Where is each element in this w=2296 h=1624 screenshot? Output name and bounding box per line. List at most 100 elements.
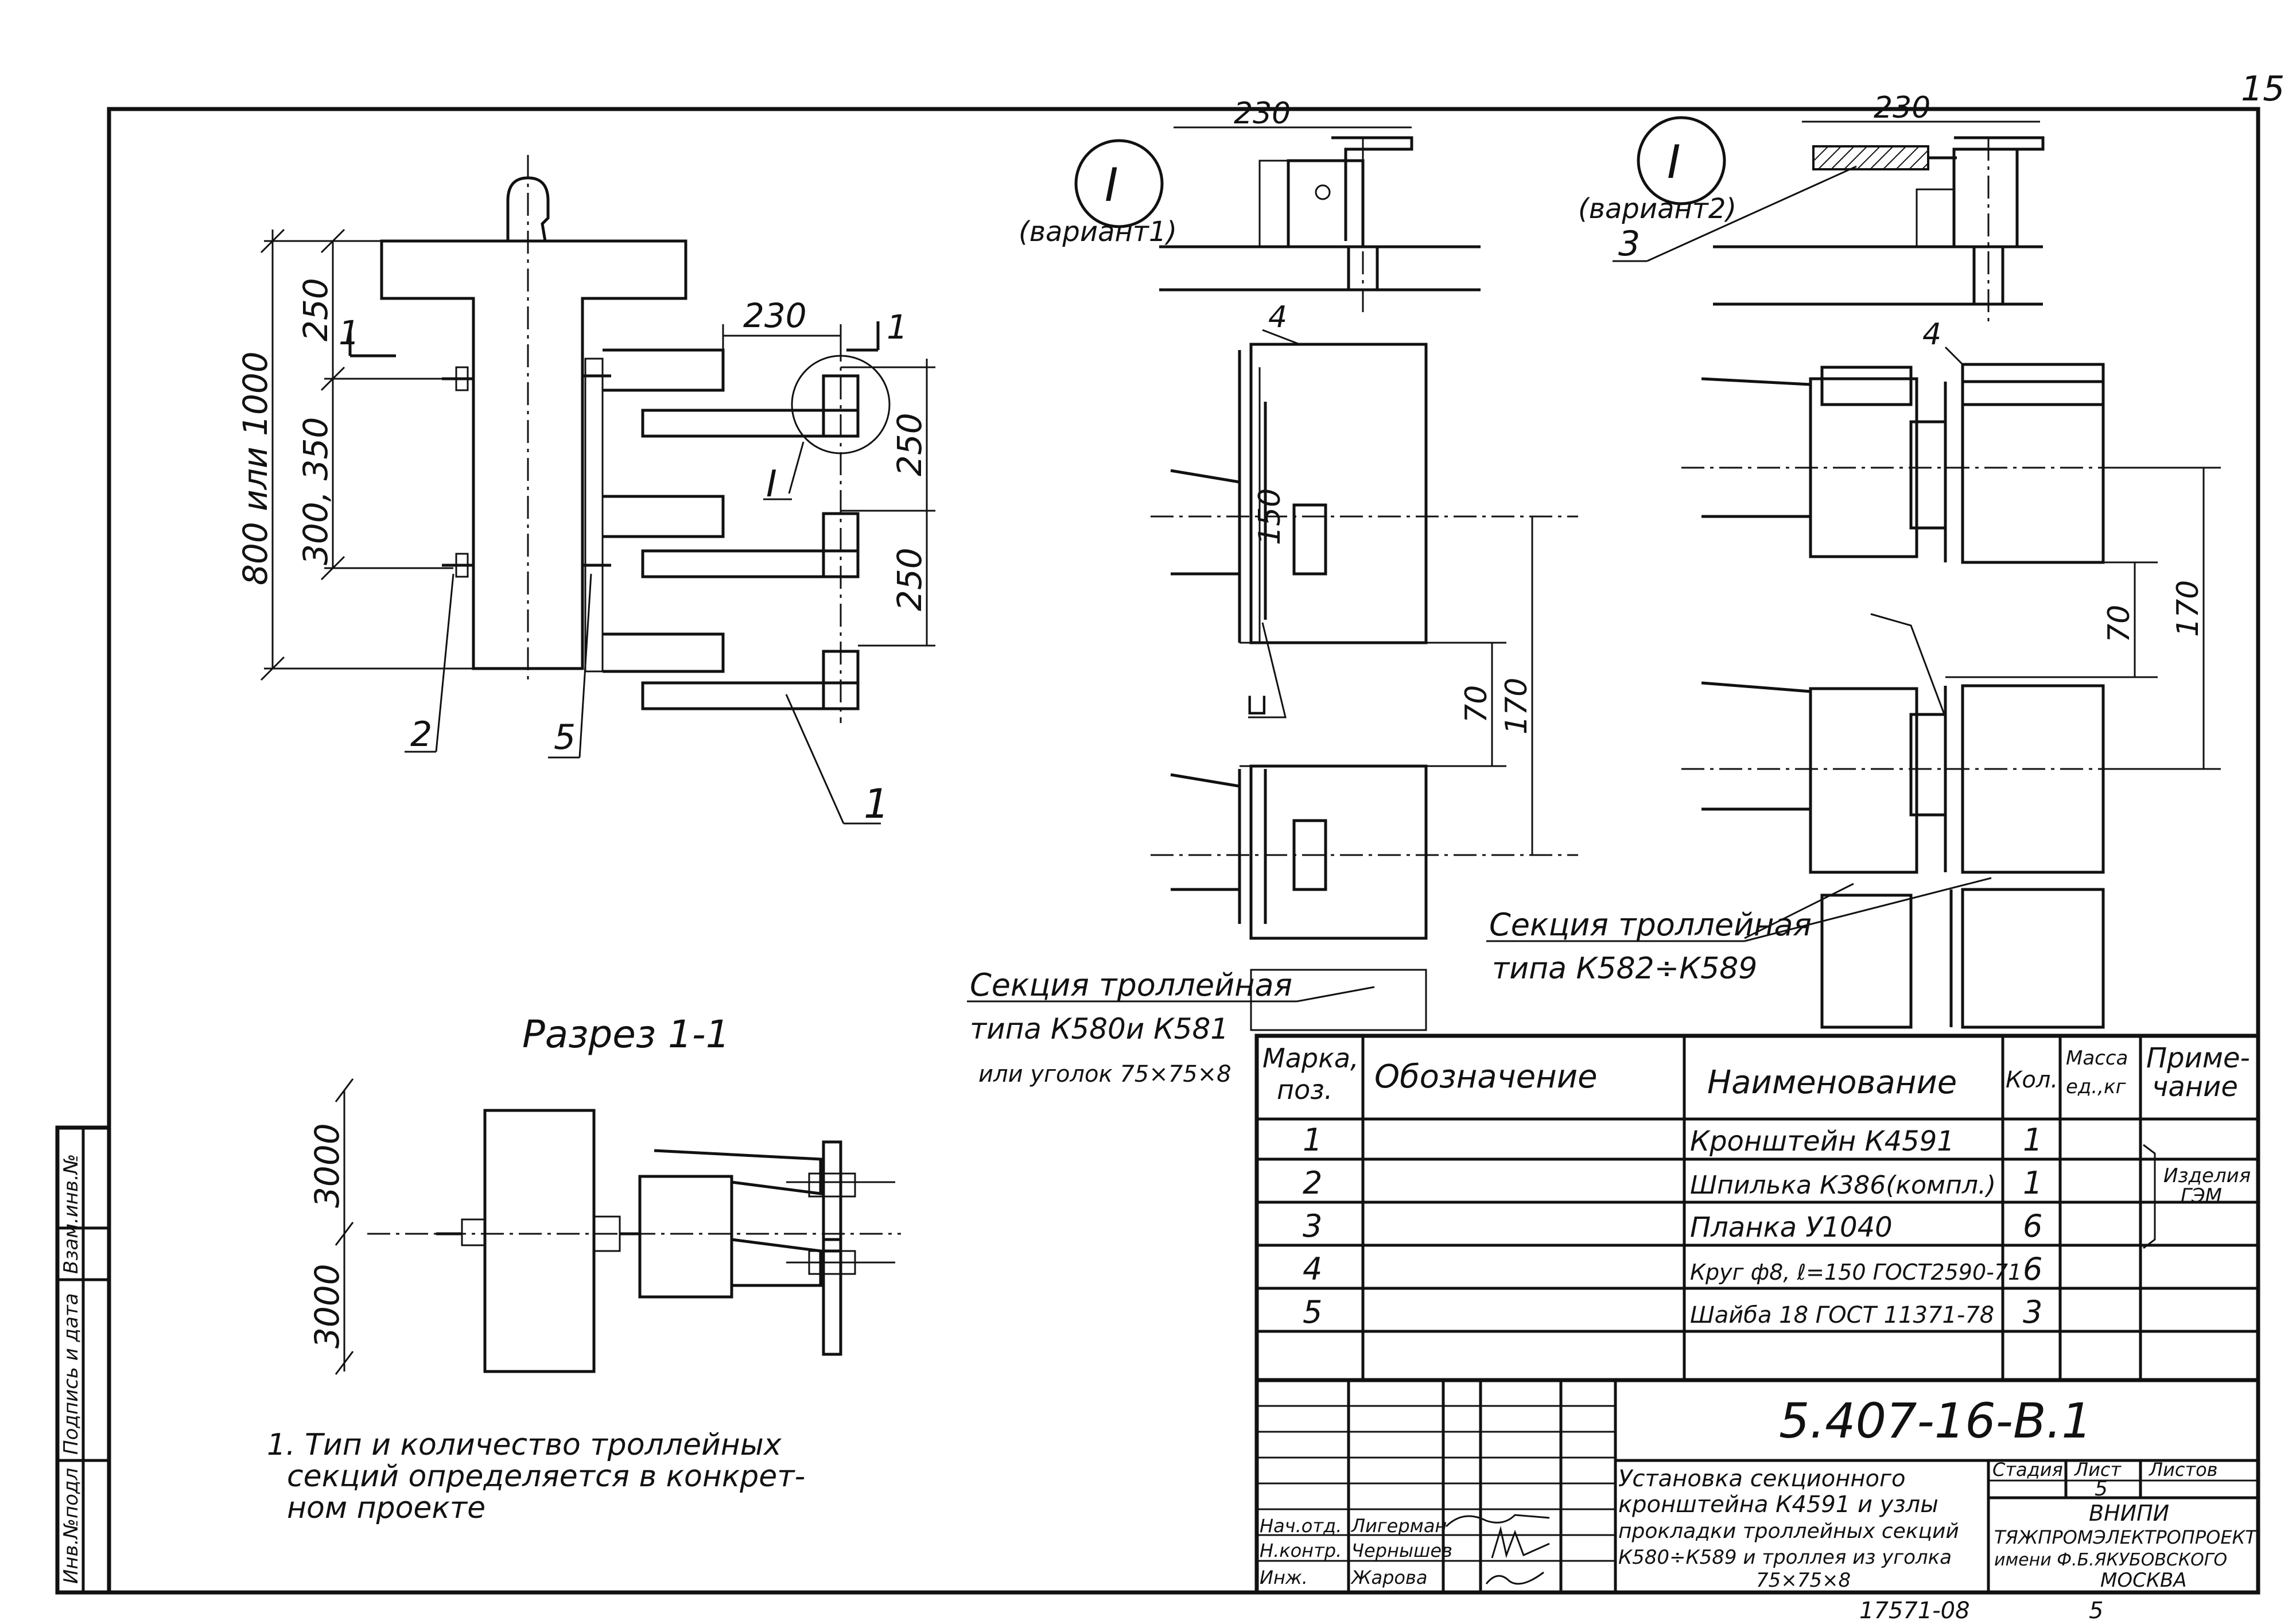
signer-1-role: Нач.отд. [1260, 1515, 1342, 1537]
detail-v1-label-3: или уголок 75×75×8 [978, 1061, 1231, 1087]
section-1-1: Разрез 1-1 3000 3000 [308, 1012, 901, 1375]
sheets-label: Листов [2149, 1459, 2218, 1481]
callout-5-main: 5 [554, 717, 576, 757]
signer-1-name: Лигерман [1351, 1515, 1447, 1537]
detail-v2-dim-230: 230 [1874, 91, 1930, 125]
note-line-3: ном проекте [287, 1491, 485, 1525]
org-line-1: ВНИПИ [2089, 1501, 2169, 1526]
studs [442, 366, 611, 578]
callout-2-main: 2 [410, 714, 432, 755]
row-1-qty: 1 [2023, 1122, 2042, 1158]
detail-v1-mark-circle [1074, 139, 1164, 228]
detail-v1-dim-170: 170 [1499, 678, 1534, 735]
callout-1-main: 1 [864, 780, 889, 827]
detail-v1-dim-230: 230 [1234, 96, 1291, 131]
page-number: 15 [2241, 69, 2285, 109]
header-designation: Обозначение [1374, 1058, 1598, 1095]
detail-v2-dim-170: 170 [2171, 580, 2205, 637]
detail-v2-label-2: типа К582÷К589 [1492, 951, 1757, 986]
header-mass-2: ед.,кг [2066, 1075, 2127, 1098]
header-qty: Кол. [2006, 1067, 2058, 1093]
row-3-name: Планка У1040 [1690, 1211, 1893, 1244]
org-line-4: МОСКВА [2100, 1569, 2187, 1592]
detail-v1-label-1: Секция троллейная [970, 967, 1292, 1003]
detail-v2-label-1: Секция троллейная [1489, 907, 1812, 943]
sheet-value: 5 [2095, 1477, 2108, 1501]
detail-v1-label-2: типа К580и К581 [970, 1012, 1229, 1046]
sheet-label: Лист [2074, 1459, 2122, 1481]
detail-v2-mark: I [1667, 135, 1681, 189]
header-mass-1: Масса [2066, 1047, 2128, 1070]
section-mark-right: 1 [887, 308, 908, 347]
row-2-name: Шпилька К386(компл.) [1690, 1171, 1996, 1200]
detail-v2-dim-70: 70 [2102, 605, 2136, 643]
side-stamp-cell-2: Подпись и дата [60, 1293, 83, 1455]
row-4-name: Круг ф8, ℓ=150 ГОСТ2590-71 [1690, 1260, 2022, 1285]
side-stamp: Инв.№подл Подпись и дата Взам.инв.№ [55, 1125, 111, 1595]
detail-v1-variant: (вариант1) [1019, 216, 1177, 248]
mounting-plate [584, 358, 604, 673]
title-line-5: 75×75×8 [1756, 1569, 1851, 1592]
bottom-code: 17571-08 [1859, 1598, 1970, 1624]
title-block: 5.407-16-В.1 Установка секционного кронш… [1254, 1378, 2260, 1595]
section-dim-3000-top: 3000 [308, 1123, 347, 1208]
dim-height-total: 800 или 1000 [236, 351, 275, 585]
side-stamp-cell-1: Инв.№подл [60, 1468, 83, 1584]
dim-chain-left [260, 228, 473, 681]
rail-profile [506, 176, 550, 242]
signature-1 [1445, 1514, 1550, 1528]
detail-v2-mark-circle [1637, 116, 1726, 205]
row-5-pos: 5 [1303, 1294, 1322, 1330]
row-2-qty: 1 [2023, 1165, 2042, 1201]
detail-variant-1: I (вариант1) 230 4 150 [967, 96, 1578, 1087]
note-line-2: секций определяется в конкрет- [287, 1459, 805, 1494]
signer-2-name: Чернышев [1351, 1540, 1452, 1561]
title-line-3: прокладки троллейных секций [1618, 1520, 1959, 1543]
side-stamp-cell-3: Взам.инв.№ [60, 1154, 83, 1274]
header-remark-2: чание [2152, 1071, 2238, 1103]
detail-v1-dim-150: 150 [1253, 488, 1287, 545]
section-title: Разрез 1-1 [522, 1012, 730, 1056]
detail-callout: I [766, 463, 777, 506]
doc-code: 5.407-16-В.1 [1779, 1393, 2092, 1449]
detail-v1-section-mark: ⊔ [1245, 687, 1269, 722]
signer-2-role: Н.контр. [1260, 1540, 1342, 1561]
row-5-name: Шайба 18 ГОСТ 11371-78 [1690, 1302, 1994, 1328]
section-dim-3000-bottom: 3000 [308, 1264, 347, 1349]
drawing-frame [107, 107, 2260, 1595]
spec-table: Марка, поз. Обозначение Наименование Кол… [1254, 1034, 2260, 1382]
org-line-3: имени Ф.Б.ЯКУБОВСКОГО [1994, 1550, 2227, 1570]
signer-3-role: Инж. [1260, 1567, 1308, 1588]
note-line-1: 1. Тип и количество троллейных [267, 1428, 782, 1462]
row-3-qty: 6 [2023, 1208, 2042, 1244]
general-note: 1. Тип и количество троллейных секций оп… [267, 1428, 805, 1525]
row-4-qty: 6 [2023, 1251, 2042, 1287]
detail-v1-dim-70: 70 [1459, 685, 1494, 723]
detail-variant-2: I (вариант2) 230 3 [1486, 91, 2221, 1029]
row-1-pos: 1 [1303, 1122, 1322, 1158]
dim-250-top: 250 [296, 278, 335, 341]
main-view: I 800 или 1000 250 300, 350 1 1 230 [236, 155, 935, 827]
remark-line-1: Изделия [2163, 1164, 2251, 1187]
row-4-pos: 4 [1303, 1251, 1322, 1287]
detail-v2-callout-4: 4 [1922, 317, 1941, 352]
row-3-pos: 3 [1303, 1208, 1322, 1244]
detail-v2-variant: (вариант2) [1578, 193, 1736, 225]
title-line-2: кронштейна К4591 и узлы [1618, 1491, 1938, 1518]
org-line-2: ТЯЖПРОМЭЛЕКТРОПРОЕКТ [1994, 1526, 2258, 1548]
header-mark-2: поз. [1277, 1074, 1332, 1105]
dim-250-right-a: 250 [890, 413, 929, 476]
bracket-arms [603, 339, 860, 723]
bottom-sheet: 5 [2089, 1598, 2103, 1624]
remark-line-2: ГЭМ [2181, 1184, 2222, 1207]
row-1-name: Кронштейн К4591 [1690, 1125, 1955, 1157]
title-line-1: Установка секционного [1618, 1466, 1906, 1492]
signature-2 [1491, 1526, 1550, 1559]
row-2-pos: 2 [1303, 1165, 1322, 1201]
detail-v2-callout-3: 3 [1618, 224, 1640, 264]
header-mark-1: Марка, [1262, 1043, 1359, 1074]
detail-circle [791, 355, 891, 454]
column-beam [380, 239, 687, 670]
section-mark-left: 1 [339, 313, 360, 352]
